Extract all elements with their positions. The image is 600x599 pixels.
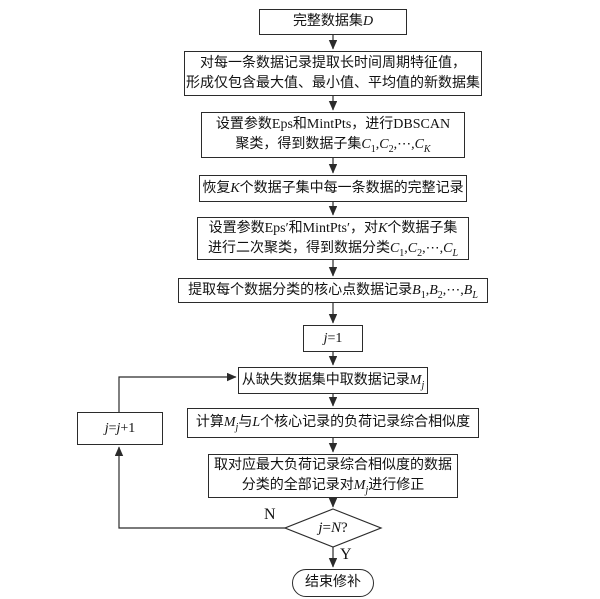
arrow-decision-increment	[114, 446, 285, 529]
node-extract-features: 对每一条数据记录提取长时间周期特征值，形成仅包含最大值、最小值、平均值的新数据集	[184, 51, 482, 96]
node-repair-record: 取对应最大负荷记录综合相似度的数据分类的全部记录对Mj进行修正	[208, 454, 458, 498]
branch-label-no: N	[264, 506, 276, 523]
node-restore-records: 恢复K个数据子集中每一条数据的完整记录	[199, 175, 467, 202]
decision-diamond	[283, 508, 383, 548]
node-decision-j-equals-n: j=N?	[318, 520, 348, 536]
node-secondary-cluster: 设置参数Eps′和MintPts′，对K个数据子集进行二次聚类，得到数据分类C1…	[197, 217, 469, 260]
node-end-repair: 结束修补	[292, 569, 374, 597]
arrow-increment-fetch	[118, 372, 237, 412]
node-fetch-missing-record: 从缺失数据集中取数据记录Mj	[238, 367, 428, 394]
node-increment-j: j=j+1	[77, 412, 163, 445]
node-compute-similarity: 计算Mj与L个核心记录的负荷记录综合相似度	[187, 408, 479, 438]
node-init-j: j=1	[303, 325, 363, 352]
node-complete-dataset: 完整数据集D	[259, 9, 407, 35]
node-core-points: 提取每个数据分类的核心点数据记录B1,B2,⋯,BL	[178, 278, 488, 303]
branch-label-yes: Y	[340, 546, 352, 563]
